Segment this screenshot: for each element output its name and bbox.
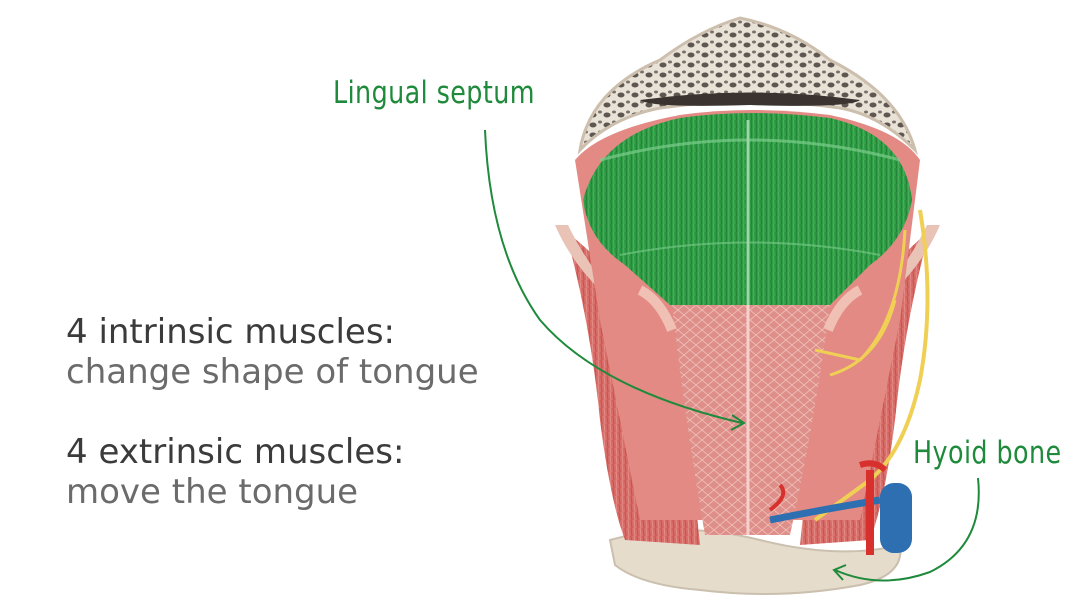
extrinsic-description: move the tongue xyxy=(66,472,359,512)
intrinsic-muscles xyxy=(637,285,863,535)
intrinsic-description: change shape of tongue xyxy=(66,352,479,392)
leader-lines xyxy=(484,129,980,582)
lingual-septum-label: Lingual septum xyxy=(333,75,535,111)
lingual-septum-highlight xyxy=(583,113,912,305)
extrinsic-info: 4 extrinsic muscles: move the tongue xyxy=(66,432,404,512)
mandible-bone xyxy=(577,16,918,156)
intrinsic-heading: 4 intrinsic muscles: xyxy=(66,312,396,352)
hyoid-bone-label: Hyoid bone xyxy=(913,435,1062,471)
extrinsic-heading: 4 extrinsic muscles: xyxy=(66,432,405,472)
blood-vessels xyxy=(768,460,912,555)
intrinsic-info: 4 intrinsic muscles: change shape of ton… xyxy=(66,312,479,392)
nerves xyxy=(813,209,930,522)
